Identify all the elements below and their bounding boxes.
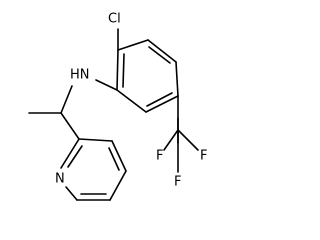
bond-p1-p2 [78,138,113,142]
pyridine-ring [60,138,127,201]
bond-n-p1 [60,138,80,169]
benzene-ring [116,39,179,113]
bond-c6-c1 [116,49,119,91]
molecule-structure: Cl HN N F F F [28,12,207,201]
bond-c3-c4 [175,61,179,97]
double-bond-c4-c5 [146,92,173,107]
fluorine-bottom-label: F [174,175,181,190]
bond-p5-n [65,186,78,201]
bond-c1-c2 [117,39,149,51]
double-bond-c6-c1 [122,53,125,88]
fluorine-right-label: F [200,149,207,164]
bond-p3-p4 [109,170,127,201]
bond-nh-ch [60,85,73,114]
bond-c4-c5 [145,95,179,113]
amine-label: HN [70,68,90,83]
bond-c6-nh [95,79,118,91]
bond-cf3-f-left [163,129,179,151]
bond-c2-c3 [147,39,177,63]
pyridine-nitrogen-label: N [55,172,65,187]
bond-cf3-f-right [177,129,199,151]
double-bond-c2-c3 [148,46,171,64]
bond-c5-c6 [116,89,147,113]
bond-p2-p3 [111,140,127,172]
fluorine-top-label: F [156,149,163,164]
chlorine-label: Cl [108,12,121,27]
double-bond-n-p1 [67,145,83,168]
double-bond-p2-p3 [108,147,120,171]
bond-ch-pyridine [60,112,80,140]
